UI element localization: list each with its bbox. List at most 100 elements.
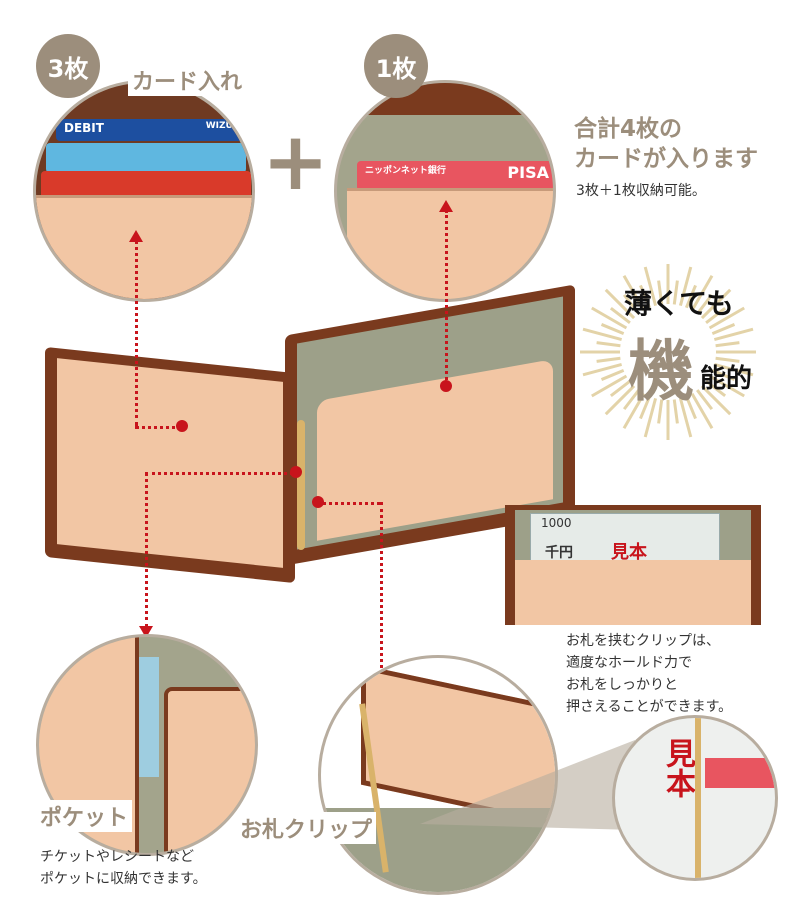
plus-sign: + bbox=[262, 115, 330, 208]
sunburst-ray bbox=[657, 280, 664, 305]
sunburst-ray bbox=[622, 293, 640, 315]
debit-card: DEBIT WIZUHO bbox=[56, 119, 252, 141]
indicator-line bbox=[445, 210, 448, 385]
money-clip bbox=[695, 718, 701, 878]
sample-stamp: 見本 bbox=[660, 738, 695, 798]
sunburst-ray bbox=[604, 384, 636, 416]
headline-sub: 3枚＋1枚収納可能。 bbox=[576, 183, 706, 199]
sunburst-ray bbox=[678, 266, 693, 307]
sunburst-ray bbox=[657, 399, 664, 424]
sunburst-ray bbox=[684, 395, 697, 420]
sunburst-ray bbox=[639, 284, 652, 309]
sunburst-ray bbox=[600, 323, 625, 336]
indicator-dot bbox=[440, 380, 452, 392]
sunburst-ray bbox=[582, 327, 623, 342]
sunburst-ray bbox=[708, 306, 745, 330]
arrow-up-icon bbox=[129, 230, 143, 242]
caption-line: 適度なホールド力で bbox=[566, 655, 692, 671]
sunburst-ray bbox=[600, 368, 625, 381]
sunburst-ray bbox=[711, 323, 736, 336]
card-pocket-lining bbox=[36, 195, 252, 299]
leather-edge bbox=[337, 83, 553, 115]
headline-line1: 合計4枚の bbox=[574, 116, 683, 142]
sunburst-ray bbox=[711, 368, 736, 381]
sunburst-decoration bbox=[580, 264, 756, 440]
sunburst-ray bbox=[713, 362, 754, 377]
clip-detail-photo: 見本 bbox=[612, 715, 778, 881]
burst-rest: 能的 bbox=[700, 364, 753, 394]
sunburst-ray bbox=[643, 397, 658, 438]
note-value: 1000 bbox=[541, 516, 572, 530]
sunburst-ray bbox=[678, 397, 693, 438]
sunburst-ray bbox=[609, 306, 631, 324]
sunburst-ray bbox=[643, 266, 658, 307]
desc-line: チケットやレシートなど bbox=[40, 849, 194, 865]
sunburst-ray bbox=[622, 275, 646, 312]
sunburst-ray bbox=[700, 288, 732, 320]
note-text: 千円 bbox=[545, 545, 573, 561]
clip-photo: 1000 千円 見本 bbox=[505, 505, 761, 625]
clip-caption: お札を挟むクリップは、 適度なホールド力で お札をしっかりと 押さえることができ… bbox=[566, 630, 732, 718]
card-slots-label: カード入れ bbox=[128, 64, 247, 96]
sunburst-ray bbox=[700, 384, 732, 416]
blue-card bbox=[46, 143, 246, 173]
indicator-line bbox=[145, 472, 293, 475]
zoom-connector bbox=[420, 740, 635, 830]
indicator-line bbox=[318, 502, 380, 505]
sunburst-ray bbox=[639, 395, 652, 420]
sunburst-ray bbox=[705, 380, 727, 398]
wallet-open bbox=[45, 284, 575, 584]
sunburst-ray bbox=[696, 389, 714, 411]
sunburst-ray bbox=[596, 356, 621, 363]
sunburst-ray bbox=[582, 362, 623, 377]
headline-line2: カードが入ります bbox=[574, 146, 758, 172]
sunburst-ray bbox=[684, 284, 697, 309]
indicator-dot bbox=[290, 466, 302, 478]
indicator-line bbox=[135, 426, 183, 429]
caption-line: 押さえることができます。 bbox=[566, 699, 733, 715]
indicator-line bbox=[380, 502, 383, 680]
sunburst-ray bbox=[690, 392, 714, 429]
count-badge-1: 1枚 bbox=[364, 34, 428, 98]
sunburst-ray bbox=[708, 374, 745, 398]
sunburst-ray bbox=[622, 389, 640, 411]
desc-line: ポケットに収納できます。 bbox=[40, 871, 207, 887]
caption-line: お札をしっかりと bbox=[566, 677, 678, 693]
sunburst-ray bbox=[713, 327, 754, 342]
sunburst-ray bbox=[715, 341, 740, 348]
sunburst-ray bbox=[591, 306, 628, 330]
headline: 合計4枚の カードが入ります bbox=[574, 114, 758, 174]
card-text: ニッポンネット銀行 bbox=[365, 166, 446, 176]
wallet-left-lining bbox=[57, 358, 283, 568]
sunburst-ray bbox=[609, 380, 631, 398]
burst-big-char: 機 bbox=[628, 332, 694, 410]
sunburst-ray bbox=[715, 356, 740, 363]
indicator-dot bbox=[176, 420, 188, 432]
indicator-line bbox=[145, 472, 148, 628]
card-text: DEBIT bbox=[64, 121, 104, 135]
sunburst-ray bbox=[690, 275, 714, 312]
count-badge-3: 3枚 bbox=[36, 34, 100, 98]
pisa-card: ニッポンネット銀行 PISA bbox=[357, 161, 553, 191]
ticket bbox=[139, 657, 159, 777]
card-slots-photo: DEBIT WIZUHO bbox=[33, 80, 255, 302]
sunburst-ray bbox=[705, 306, 727, 324]
sunburst-ray bbox=[622, 392, 646, 429]
sunburst-ray bbox=[604, 288, 636, 320]
clip-label: お札クリップ bbox=[236, 812, 377, 844]
card bbox=[705, 758, 775, 788]
card-text: WIZUHO bbox=[205, 121, 248, 131]
sunburst-ray bbox=[596, 341, 621, 348]
burst-line1: 薄くても bbox=[624, 287, 734, 320]
arrow-up-icon bbox=[439, 200, 453, 212]
caption-line: お札を挟むクリップは、 bbox=[566, 633, 720, 649]
sunburst-ray bbox=[696, 293, 714, 315]
sunburst-ray bbox=[672, 399, 679, 424]
zoom-connector-shape bbox=[420, 740, 635, 830]
lining bbox=[515, 560, 751, 625]
indicator-line bbox=[135, 240, 138, 426]
sunburst-ray bbox=[672, 280, 679, 305]
card-text: PISA bbox=[507, 163, 549, 182]
pocket-desc: チケットやレシートなど ポケットに収納できます。 bbox=[40, 846, 207, 890]
sample-stamp: 見本 bbox=[611, 542, 647, 563]
